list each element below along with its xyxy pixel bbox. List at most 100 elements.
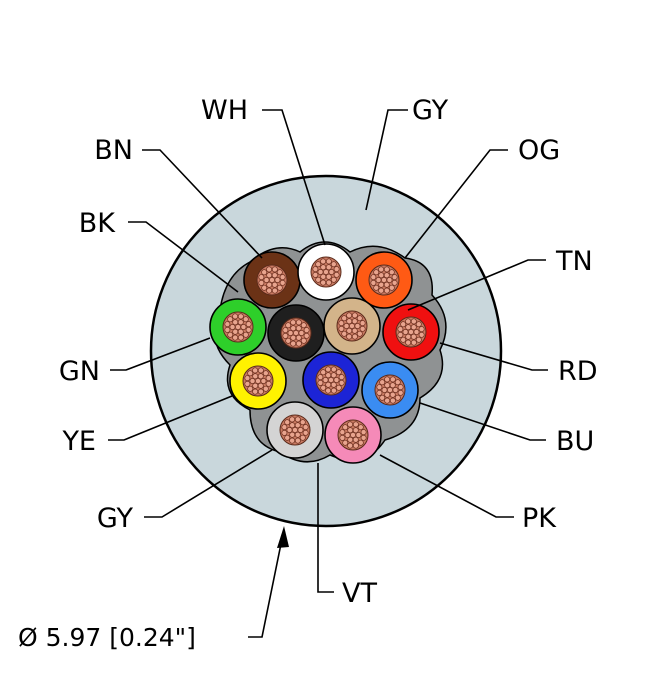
copper-strand bbox=[295, 334, 302, 341]
copper-strand bbox=[244, 375, 251, 382]
copper-strand bbox=[405, 318, 412, 325]
copper-strand bbox=[389, 397, 396, 404]
copper-strand bbox=[333, 271, 340, 278]
label-og: OG bbox=[518, 135, 560, 166]
copper-strand bbox=[383, 281, 390, 288]
copper-strand bbox=[294, 416, 301, 423]
copper-strand bbox=[287, 330, 294, 336]
copper-strand bbox=[252, 373, 259, 380]
copper-strand bbox=[415, 336, 422, 343]
leader-tn bbox=[407, 259, 546, 311]
copper-strand bbox=[315, 276, 322, 283]
copper-strand bbox=[271, 287, 278, 294]
copper-strand bbox=[383, 287, 390, 294]
copper-strand bbox=[342, 439, 349, 446]
copper-strand bbox=[410, 318, 417, 325]
copper-strand bbox=[410, 324, 417, 331]
copper-strand bbox=[242, 316, 249, 323]
copper-strand bbox=[232, 313, 239, 320]
leader-gn bbox=[110, 337, 211, 371]
copper-strand bbox=[351, 333, 358, 340]
copper-strand bbox=[293, 330, 299, 336]
copper-strand bbox=[384, 376, 391, 383]
copper-strand bbox=[247, 385, 254, 392]
copper-strand bbox=[357, 439, 364, 446]
copper-strand bbox=[320, 369, 327, 376]
copper-strand bbox=[391, 279, 398, 286]
copper-strand bbox=[276, 269, 283, 276]
copper-strand bbox=[335, 369, 342, 376]
copper-strand bbox=[352, 436, 359, 443]
copper-strand bbox=[344, 432, 351, 438]
copper-strand bbox=[255, 378, 261, 384]
copper-strand bbox=[346, 318, 353, 325]
copper-strand bbox=[338, 320, 345, 327]
leader-gy-top bbox=[365, 109, 408, 211]
copper-strand bbox=[370, 279, 377, 286]
copper-strand bbox=[281, 429, 288, 436]
copper-strand bbox=[351, 327, 358, 334]
leader-bn bbox=[142, 149, 263, 259]
copper-strand bbox=[284, 419, 291, 426]
copper-strand bbox=[232, 328, 239, 335]
copper-strand bbox=[375, 277, 382, 283]
copper-strand bbox=[282, 332, 289, 339]
copper-strand bbox=[360, 429, 367, 436]
copper-strand bbox=[376, 389, 383, 396]
conductor-bu_dark bbox=[302, 351, 360, 409]
copper-strand bbox=[376, 384, 383, 391]
copper-strand bbox=[257, 373, 264, 380]
copper-strand bbox=[232, 334, 239, 341]
copper-strand bbox=[237, 334, 244, 341]
copper-strand bbox=[325, 372, 332, 379]
leader-vt bbox=[317, 463, 334, 593]
copper-strand bbox=[355, 432, 362, 438]
copper-strand bbox=[317, 379, 324, 386]
copper-strand bbox=[352, 427, 359, 434]
copper-strand bbox=[298, 330, 305, 336]
copper-strand bbox=[359, 320, 366, 327]
copper-strand bbox=[378, 266, 385, 273]
copper-strand bbox=[379, 394, 386, 401]
copper-strand bbox=[360, 434, 367, 441]
copper-strand bbox=[266, 287, 273, 294]
copper-strand bbox=[346, 327, 353, 334]
copper-strand bbox=[290, 340, 297, 347]
copper-strand bbox=[285, 322, 292, 329]
leader-rd bbox=[439, 342, 548, 371]
copper-strand bbox=[333, 266, 340, 273]
copper-strand bbox=[381, 277, 387, 283]
copper-strand bbox=[343, 323, 350, 329]
copper-strand bbox=[325, 366, 332, 373]
copper-strand bbox=[381, 387, 388, 393]
copper-strand bbox=[341, 330, 348, 337]
copper-strand bbox=[405, 333, 412, 340]
copper-strand bbox=[315, 261, 322, 268]
copper-strand bbox=[350, 432, 356, 438]
copper-strand bbox=[227, 316, 234, 323]
copper-strand bbox=[320, 384, 327, 391]
copper-strand bbox=[330, 261, 337, 268]
copper-strand bbox=[402, 329, 409, 335]
copper-strand bbox=[279, 274, 286, 281]
copper-strand bbox=[271, 266, 278, 273]
copper-strand bbox=[312, 271, 319, 278]
copper-strand bbox=[356, 330, 363, 337]
copper-strand bbox=[394, 379, 401, 386]
copper-strand bbox=[410, 339, 417, 346]
copper-strand bbox=[405, 339, 412, 346]
copper-strand bbox=[257, 367, 264, 374]
label-rd: RD bbox=[558, 356, 598, 387]
copper-strand bbox=[325, 264, 332, 271]
copper-strand bbox=[338, 379, 345, 386]
copper-strand bbox=[289, 422, 296, 429]
copper-strand bbox=[388, 269, 395, 276]
copper-strand bbox=[284, 434, 291, 441]
copper-strand bbox=[333, 377, 340, 383]
conductor-ye bbox=[229, 352, 287, 410]
copper-strand bbox=[379, 379, 386, 386]
copper-strand bbox=[237, 328, 244, 335]
copper-strand bbox=[342, 424, 349, 431]
leader-pk bbox=[379, 454, 514, 518]
copper-strand bbox=[418, 326, 425, 333]
